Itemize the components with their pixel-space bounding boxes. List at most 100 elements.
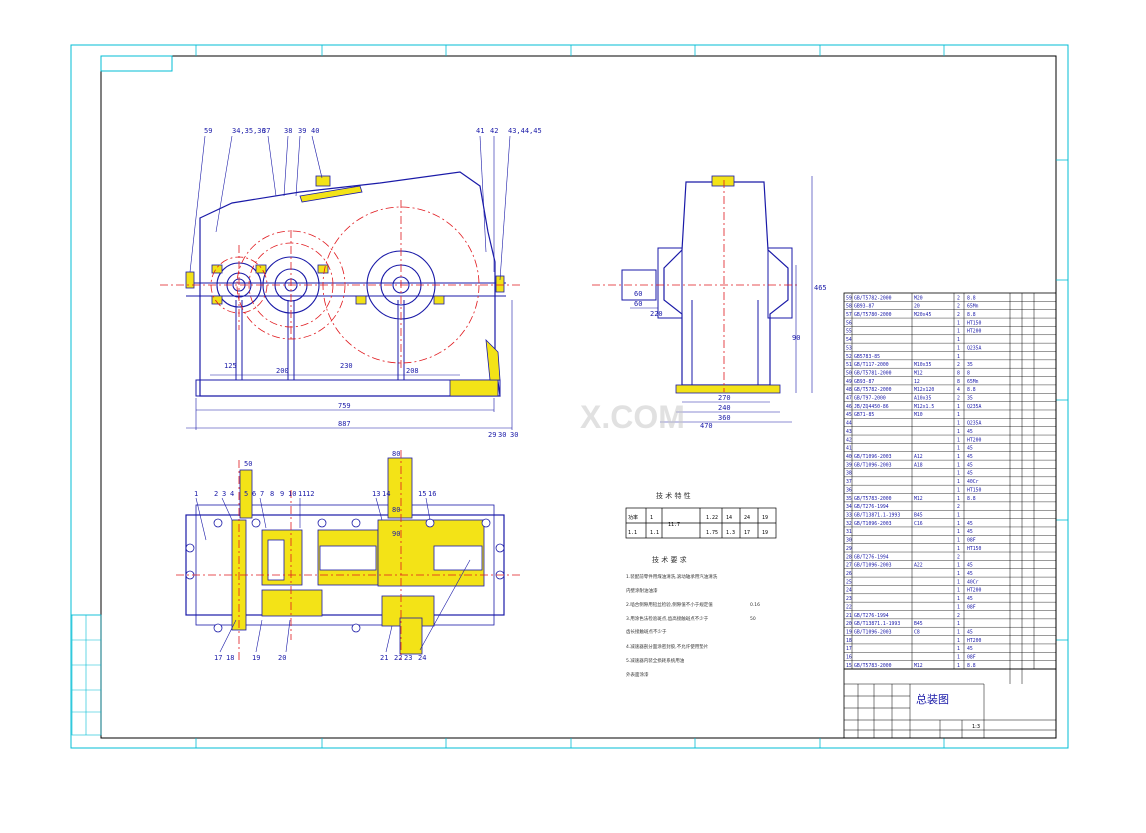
parts-list-cell: 2 [957,613,960,619]
parts-list-cell: 1 [957,412,960,418]
parts-list-cell: GB/T5783-2000 [854,496,892,502]
parts-list-cell: C16 [914,521,923,527]
parts-list-cell: A22 [914,563,923,569]
parts-list-cell: 45 [967,454,973,460]
tech-table-cell: 功率 [628,514,638,521]
front-part-label: 30 [498,431,506,439]
side-dimension: 220 [650,310,663,318]
parts-list-cell: HT200 [967,638,982,644]
parts-list-cell: 16 [846,655,852,661]
top-part-label: 1 [194,490,198,498]
front-dimension: 759 [338,402,351,410]
parts-list-cell: M12 [914,370,923,376]
parts-list-cell: 40Cr [967,479,979,485]
parts-list-cell: 25 [846,579,852,585]
top-part-label: 21 [380,654,388,662]
parts-list-cell: 50 [846,370,852,376]
parts-list-cell: 1 [957,521,960,527]
parts-list-cell: 2 [957,396,960,402]
parts-list-cell: 20 [914,304,920,310]
front-part-label: 59 [204,127,212,135]
parts-list-cell: 1 [957,571,960,577]
parts-list-cell: HT200 [967,588,982,594]
tech-requirement-line: 2.啮合侧隙用铅丝检验,侧隙值不小于规定值 [626,601,713,608]
parts-list-cell: 2 [957,295,960,301]
parts-list-cell: GB/T1096-2003 [854,454,892,460]
parts-list-cell: M10x35 [914,362,931,368]
tech-requirement-line: 外表面涂漆 [626,671,649,678]
tech-requirements: 技 术 要 求 1.装配前零件用煤油清洗,滚动轴承用汽油清洗 内壁涂耐油油漆 2… [626,555,760,678]
parts-list-cell: 1 [957,354,960,360]
parts-list-cell: 39 [846,462,852,468]
parts-list-cell: 2 [957,362,960,368]
parts-list-cell: 1 [957,538,960,544]
parts-list-cell: GB/T1096-2003 [854,629,892,635]
top-part-label: 19 [252,654,260,662]
side-dimension: 360 [718,414,731,422]
parts-list-cell: GB93-87 [854,379,874,385]
parts-list-cell: 37 [846,479,852,485]
front-dimension: 208 [406,367,419,375]
parts-list-cell: 4 [957,387,960,393]
parts-list-cell: 65Mn [967,304,979,310]
top-part-label: 15 [418,490,426,498]
parts-list-cell: 57 [846,312,852,318]
parts-list-cell: Q235A [967,421,982,427]
parts-list-cell: 8.8 [967,496,976,502]
front-part-label: 29 [488,431,496,439]
parts-list-cell: 2 [957,554,960,560]
parts-list-cell: 1 [957,471,960,477]
top-part-label: 11 [298,490,306,498]
parts-list-cell: HT200 [967,329,982,335]
parts-list-cell: 65Mn [967,379,979,385]
tech-table-cell: 14 [726,515,732,521]
parts-list-cell: B45 [914,513,923,519]
parts-list-cell: 1 [957,621,960,627]
parts-list-cell: HT150 [967,487,982,493]
parts-list-cell: 8 [967,370,970,376]
parts-list-cell: 28 [846,554,852,560]
tech-table-cell: 11.7 [668,522,680,528]
parts-list-cell: 40 [846,454,852,460]
tech-requirement-line: 4.减速器剖分面涂密封胶,不允许使用垫片 [626,643,709,650]
parts-list-cell: M20 [914,295,923,301]
parts-list-cell: GB/T13871.1-1993 [854,513,900,519]
parts-list-cell: 2 [957,312,960,318]
top-part-label: 5 [244,490,248,498]
parts-list-cell: 1 [957,588,960,594]
parts-list-cell: 31 [846,529,852,535]
front-part-label: 30 [510,431,518,439]
tech-requirement-line: 齿长接触斑点不少于 [626,628,667,635]
parts-list-cell: 34 [846,504,852,510]
parts-list-cell: M20x45 [914,312,931,318]
top-part-label: 24 [418,654,426,662]
side-dimension: 465 [814,284,827,292]
parts-list-cell: 08F [967,604,976,610]
parts-list-cell: 20 [846,621,852,627]
front-part-label: 39 [298,127,306,135]
parts-list-cell: 45 [967,596,973,602]
tech-characteristics-table: 技 术 特 性 功率 1 11.7 1.22 14 24 19 1.1 1.1 … [625,491,777,539]
parts-list-cell: 58 [846,304,852,310]
parts-list-cell: 32 [846,521,852,527]
parts-list-cell: 26 [846,571,852,577]
top-part-label: 22 [394,654,402,662]
parts-list-cell: 1 [957,596,960,602]
parts-list-cell: 56 [846,320,852,326]
parts-list-cell: GB/T276-1994 [854,504,889,510]
parts-list-cell: GB/T5782-2000 [854,295,892,301]
tech-table-cell: 17 [744,530,750,536]
title-block: 总装图 1:3 [843,668,1057,739]
front-dimension: 230 [340,362,353,370]
parts-list-cell: GB/T97-2000 [854,396,886,402]
parts-list-cell: GB93-87 [854,304,874,310]
parts-list-cell: 2 [957,304,960,310]
parts-list-cell: 1 [957,329,960,335]
parts-list-cell: 59 [846,295,852,301]
parts-list-cell: 15 [846,663,852,669]
front-part-label: 34,35,36 [232,127,266,135]
parts-list-cell: A18 [914,462,923,468]
parts-list-cell: 1 [957,663,960,669]
